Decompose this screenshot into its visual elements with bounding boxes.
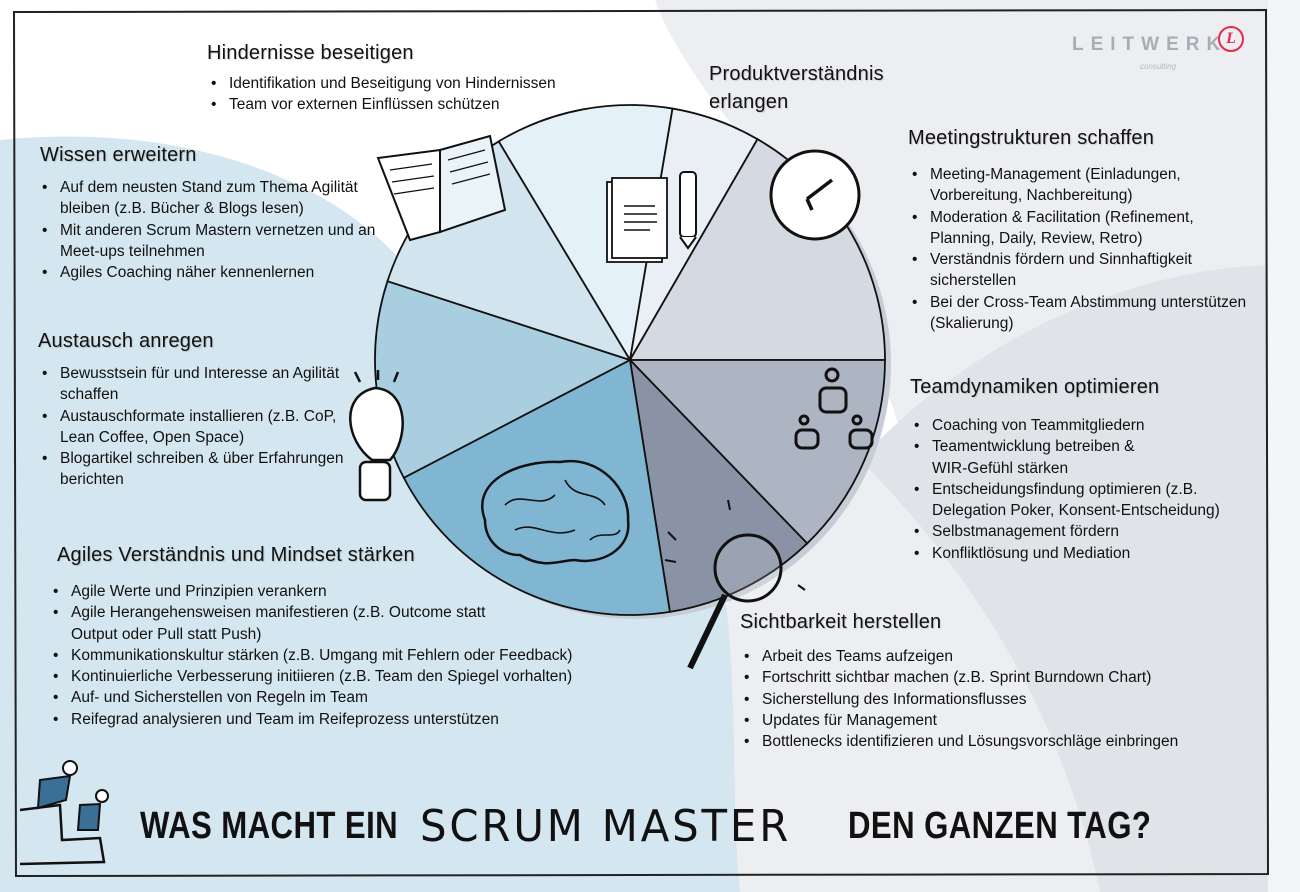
section-heading: Agiles Verständnis und Mindset stärken (57, 544, 415, 566)
logo-mark: L (1218, 26, 1244, 52)
list-item: Team vor externen Einflüssen schützen (211, 94, 627, 116)
list-item: Teamentwicklung betreiben & WIR-Gefühl s… (914, 436, 1172, 479)
logo: LEITWERK L consulting (1072, 26, 1244, 71)
title-part-2: SCRUM MASTER (420, 800, 792, 852)
title-part-3: DEN GANZEN TAG? (848, 804, 1152, 847)
list-item: Updates für Management (744, 710, 1240, 732)
section-sichtbarkeit: Sichtbarkeit herstellen Arbeit des Teams… (740, 611, 1240, 753)
list-item: Sicherstellung des Informationsflusses (744, 689, 1240, 711)
section-hindernisse: Hindernisse beseitigen Identifikation un… (207, 42, 627, 116)
pie-slice-5 (628, 357, 809, 613)
section-heading: Teamdynamiken optimieren (910, 376, 1160, 398)
section-heading: Hindernisse beseitigen (207, 42, 414, 64)
list-item: Reifegrad analysieren und Team im Reifep… (53, 709, 657, 731)
list-item: Bottlenecks identifizieren und Lösungsvo… (744, 731, 1240, 753)
title-part-1: WAS MACHT EIN (140, 804, 399, 847)
team-icon (794, 367, 874, 450)
frame (12, 8, 1270, 878)
list-item: Auf- und Sicherstellen von Regeln im Tea… (53, 687, 657, 709)
section-wissen: Wissen erweitern Auf dem neusten Stand z… (40, 144, 410, 284)
lightbulb-icon (349, 370, 404, 502)
section-heading-line2: erlangen (709, 91, 789, 113)
pie-slice-7 (374, 280, 633, 479)
section-agiles: Agiles Verständnis und Mindset stärken A… (53, 544, 657, 731)
list-item: Kommunikationskultur stärken (z.B. Umgan… (53, 645, 657, 667)
magnifier-icon (664, 499, 806, 670)
list-item: Konfliktlösung und Mediation (914, 543, 1260, 565)
pencil-icon (679, 171, 697, 250)
list-item: Selbstmanagement fördern (914, 521, 1260, 543)
list-item: Bewusstsein für und Interesse an Agilitä… (42, 363, 348, 406)
list-item: Agile Herangehensweisen manifestieren (z… (53, 602, 491, 645)
list-item: Agiles Coaching näher kennenlernen (42, 262, 410, 284)
list-item: Arbeit des Teams aufzeigen (744, 646, 1240, 668)
list-item: Fortschritt sichtbar machen (z.B. Sprint… (744, 667, 1240, 689)
list-item: Mit anderen Scrum Mastern vernetzen und … (42, 220, 410, 263)
logo-wordmark: LEITWERK (1072, 34, 1228, 55)
list-item: Blogartikel schreiben & über Erfahrungen… (42, 448, 348, 491)
section-heading: Produktverständnis (709, 63, 884, 85)
list-item: Verständnis fördern und Sinnhaftigkeit s… (912, 249, 1248, 292)
logo-tagline: consulting (1140, 62, 1177, 71)
section-heading: Sichtbarkeit herstellen (740, 611, 942, 633)
documents-icon (606, 177, 668, 263)
section-meeting: Meetingstrukturen schaffen Meeting-Manag… (908, 127, 1248, 334)
section-heading: Meetingstrukturen schaffen (908, 127, 1155, 149)
list-item: Austauschformate installieren (z.B. CoP,… (42, 406, 348, 449)
section-austausch: Austausch anregen Bewusstsein für und In… (38, 330, 348, 491)
section-heading: Austausch anregen (38, 330, 214, 352)
clock-icon (769, 149, 861, 241)
list-item: Meeting-Management (Einladungen, Vorbere… (912, 164, 1248, 207)
list-item: Agile Werte und Prinzipien verankern (53, 581, 657, 603)
list-item: Moderation & Facilitation (Refinement, P… (912, 207, 1248, 250)
list-item: Coaching von Teammitgliedern (914, 415, 1260, 437)
list-item: Entscheidungsfindung optimieren (z.B. De… (914, 479, 1260, 522)
list-item: Auf dem neusten Stand zum Thema Agilität… (42, 177, 410, 220)
section-produkt: Produktverständnis erlangen (709, 60, 929, 116)
list-item: Kontinuierliche Verbesserung initiieren … (53, 666, 657, 688)
list-item: Identifikation und Beseitigung von Hinde… (211, 73, 627, 95)
list-item: Bei der Cross-Team Abstimmung unterstütz… (912, 292, 1248, 335)
section-heading: Wissen erweitern (40, 144, 197, 166)
section-team: Teamdynamiken optimieren Coaching von Te… (910, 376, 1260, 564)
brain-icon (481, 459, 630, 565)
climbing-figures-icon (19, 760, 109, 866)
